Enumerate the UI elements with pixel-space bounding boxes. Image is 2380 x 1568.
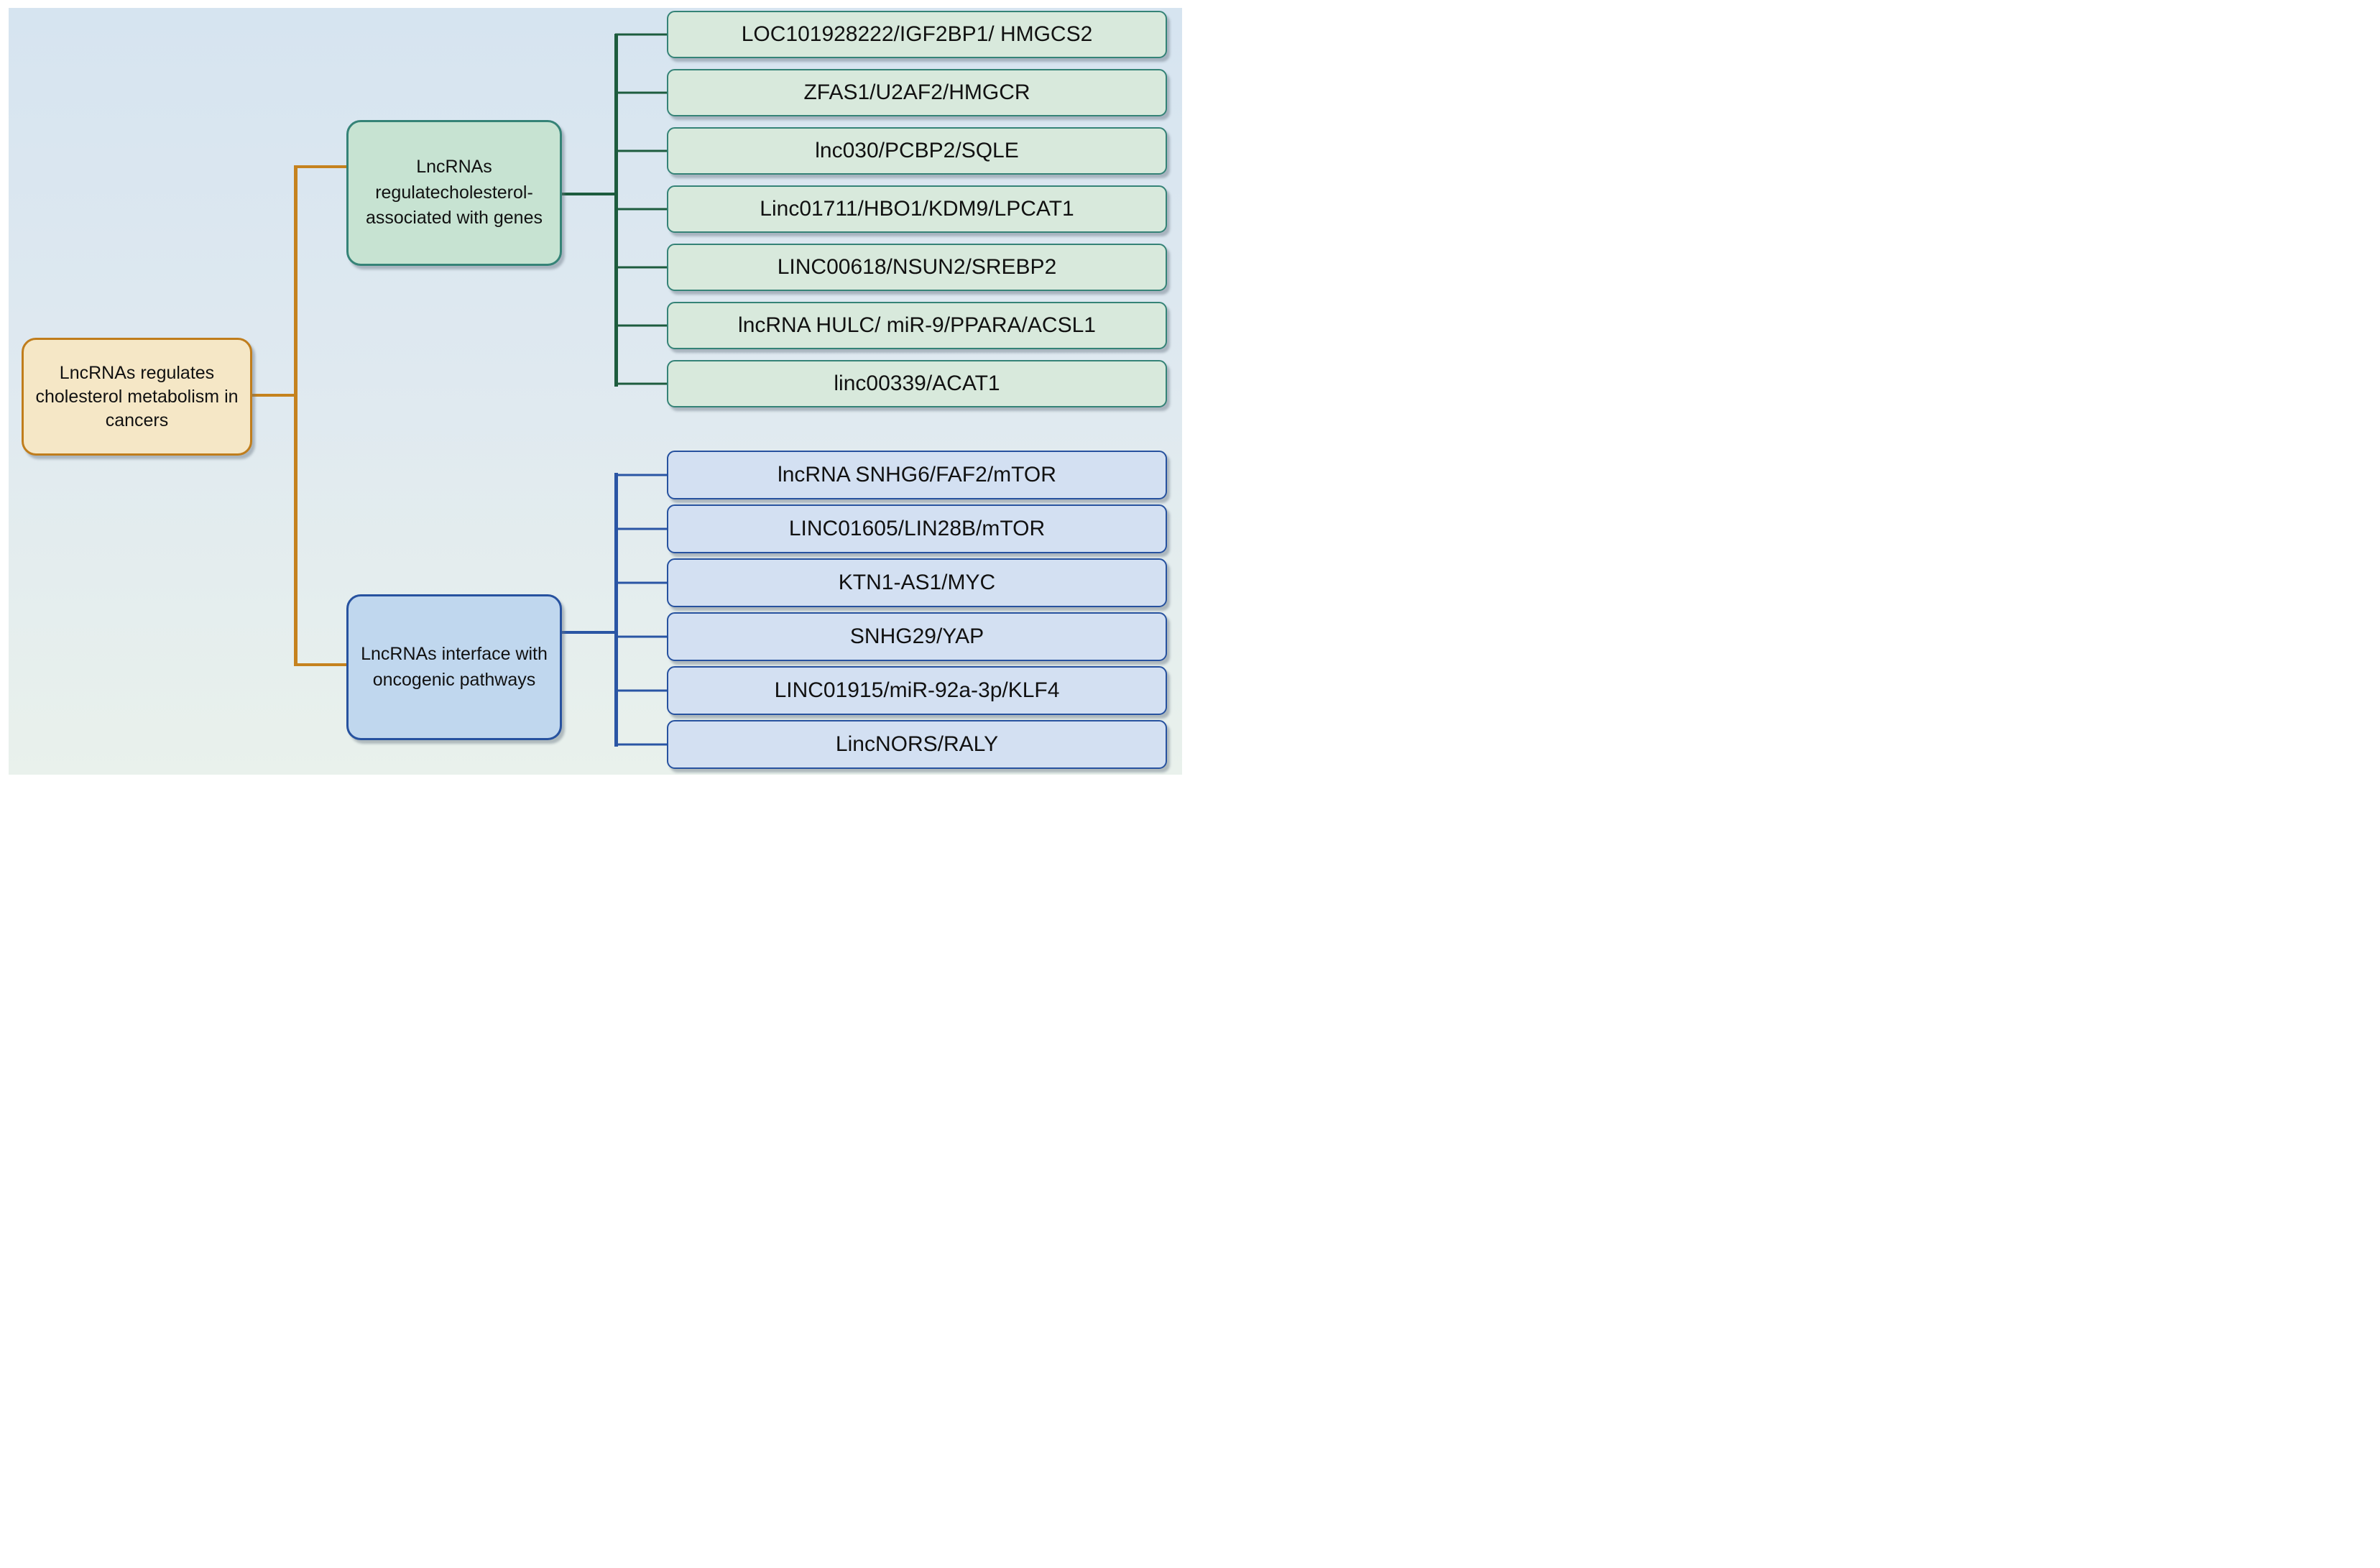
- leaf-node-ktn1-as1-myc: KTN1-AS1/MYC: [667, 558, 1167, 607]
- leaf-node-zfas1-u2af2-hmgcr: ZFAS1/U2AF2/HMGCR: [667, 69, 1167, 116]
- leaf-node-lincnors-raly: LincNORS/RALY: [667, 720, 1167, 769]
- root-node-lncrna-cholesterol: LncRNAs regulates cholesterol metabolism…: [22, 338, 252, 456]
- leaf-node-linc00339-acat1: linc00339/ACAT1: [667, 360, 1167, 407]
- leaf-node-linc01605-lin28b-mtor: LINC01605/LIN28B/mTOR: [667, 504, 1167, 553]
- leaf-node-linc01915-mir92a3p-klf4: LINC01915/miR-92a-3p/KLF4: [667, 666, 1167, 715]
- leaf-node-snhg29-yap: SNHG29/YAP: [667, 612, 1167, 661]
- branch-label: LncRNAs interface with oncogenic pathway…: [361, 644, 548, 690]
- leaf-node-linc00618-nsun2-srebp2: LINC00618/NSUN2/SREBP2: [667, 244, 1167, 291]
- leaf-node-hulc-mir9-ppara-acsl1: lncRNA HULC/ miR-9/PPARA/ACSL1: [667, 302, 1167, 349]
- figure-stage: LncRNAs regulates cholesterol metabolism…: [0, 0, 1190, 784]
- leaf-node-lnc030-pcbp2-sqle: lnc030/PCBP2/SQLE: [667, 127, 1167, 175]
- branch-node-cholesterol-genes: LncRNAs regulatecholesterol- associated …: [346, 120, 562, 266]
- branch-label: LncRNAs regulatecholesterol- associated …: [366, 157, 543, 229]
- leaf-node-loc101928222-igf2bp1-hmgcs2: LOC101928222/IGF2BP1/ HMGCS2: [667, 11, 1167, 58]
- leaf-node-snhg6-faf2-mtor: lncRNA SNHG6/FAF2/mTOR: [667, 451, 1167, 499]
- branch-node-oncogenic-pathways: LncRNAs interface with oncogenic pathway…: [346, 594, 562, 740]
- root-label: LncRNAs regulates cholesterol metabolism…: [35, 362, 239, 430]
- leaf-node-linc01711-hbo1-kdm9-lpcat1: Linc01711/HBO1/KDM9/LPCAT1: [667, 185, 1167, 233]
